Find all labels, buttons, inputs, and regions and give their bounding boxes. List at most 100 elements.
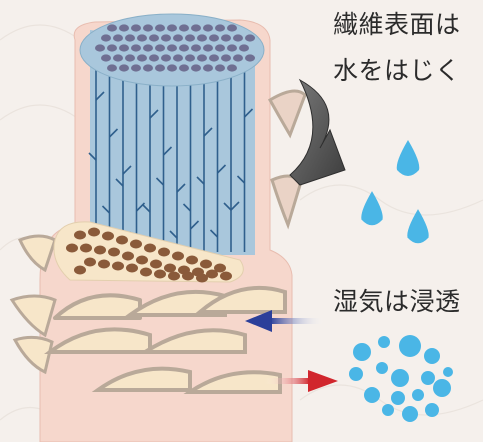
fat-dot bbox=[168, 271, 180, 281]
fat-dot bbox=[80, 243, 92, 253]
vapor-bubbles bbox=[349, 335, 453, 422]
label-surface-repels-2: 水をはじく bbox=[333, 56, 461, 85]
fat-dot bbox=[182, 271, 194, 281]
top-dot bbox=[137, 54, 147, 62]
top-dot bbox=[149, 54, 159, 62]
vapor-bubble bbox=[378, 336, 390, 348]
fiber-branch bbox=[149, 109, 159, 119]
fiber-branch bbox=[155, 177, 165, 186]
top-dot bbox=[203, 44, 213, 52]
water-drops bbox=[361, 140, 429, 244]
top-dot bbox=[131, 44, 141, 52]
top-dot bbox=[179, 64, 189, 72]
fat-dot bbox=[140, 267, 152, 277]
top-dot bbox=[239, 44, 249, 52]
fiber-branch bbox=[203, 127, 213, 137]
vapor-bubble bbox=[421, 371, 435, 385]
top-dot bbox=[215, 24, 225, 32]
label-moisture-permeates: 湿気は浸透 bbox=[333, 287, 461, 316]
fat-dot bbox=[88, 227, 100, 237]
top-dot bbox=[197, 54, 207, 62]
top-dot bbox=[197, 34, 207, 42]
fat-dot bbox=[66, 243, 78, 253]
fiber-branch bbox=[122, 165, 132, 175]
water-drop bbox=[361, 191, 383, 226]
fiber-branch bbox=[108, 128, 119, 138]
top-dot bbox=[125, 34, 135, 42]
top-dot bbox=[185, 34, 195, 42]
top-dot bbox=[101, 54, 111, 62]
top-dot bbox=[191, 44, 201, 52]
fat-dot bbox=[84, 257, 96, 267]
top-dot bbox=[143, 24, 153, 32]
fat-dot bbox=[158, 247, 170, 257]
fiber-branch bbox=[142, 204, 151, 213]
fiber-branch bbox=[196, 176, 205, 185]
top-dot bbox=[143, 64, 153, 72]
vapor-bubble bbox=[424, 348, 440, 364]
repel-arrow bbox=[289, 78, 346, 186]
vapor-bubble bbox=[425, 403, 439, 417]
vapor-bubble bbox=[376, 362, 388, 374]
top-dot bbox=[221, 34, 231, 42]
top-dot bbox=[119, 24, 129, 32]
water-drop bbox=[396, 140, 420, 176]
right-scales bbox=[267, 89, 307, 230]
fat-dot bbox=[200, 259, 212, 269]
fat-dot bbox=[116, 235, 128, 245]
fiber-branch bbox=[230, 201, 240, 211]
fat-dot bbox=[172, 251, 184, 261]
fat-dot bbox=[130, 239, 142, 249]
vapor-bubble bbox=[433, 379, 451, 397]
top-dot bbox=[221, 54, 231, 62]
top-dot bbox=[119, 44, 129, 52]
top-dot bbox=[125, 54, 135, 62]
vapor-bubble bbox=[353, 343, 371, 361]
top-dot bbox=[155, 24, 165, 32]
fat-dot bbox=[186, 255, 198, 265]
fat-dot bbox=[150, 259, 162, 269]
vapor-bubble bbox=[402, 406, 418, 422]
vapor-bubble bbox=[412, 389, 424, 401]
top-dot bbox=[191, 64, 201, 72]
top-dot bbox=[245, 54, 255, 62]
top-dot bbox=[107, 24, 117, 32]
top-dot bbox=[101, 34, 111, 42]
water-drop bbox=[407, 209, 429, 244]
fat-dot bbox=[102, 231, 114, 241]
top-dot bbox=[209, 54, 219, 62]
fat-dot bbox=[220, 271, 232, 281]
fat-dot bbox=[74, 230, 86, 240]
fiber-lines bbox=[88, 70, 254, 252]
fat-dot bbox=[112, 261, 124, 271]
vapor-bubble bbox=[391, 369, 409, 387]
fat-dot bbox=[126, 263, 138, 273]
fat-dot bbox=[74, 265, 86, 275]
top-dot bbox=[155, 44, 165, 52]
top-dot bbox=[167, 44, 177, 52]
fiber-branch bbox=[115, 178, 124, 187]
fat-dot bbox=[164, 263, 176, 273]
top-dot bbox=[113, 34, 123, 42]
top-dot bbox=[245, 34, 255, 42]
top-dot bbox=[137, 34, 147, 42]
vapor-bubble bbox=[391, 391, 405, 405]
top-dot bbox=[215, 64, 225, 72]
fiber-branch bbox=[162, 146, 173, 156]
fiber-branch bbox=[182, 203, 192, 212]
fiber-branch bbox=[236, 175, 246, 184]
fat-dot bbox=[108, 247, 120, 257]
top-dot bbox=[227, 64, 237, 72]
top-dot bbox=[185, 54, 195, 62]
top-dot bbox=[227, 24, 237, 32]
top-dot bbox=[203, 24, 213, 32]
fiber-branch bbox=[243, 108, 254, 118]
moisture-in-arrow bbox=[245, 310, 325, 332]
fat-dot bbox=[196, 273, 208, 283]
top-dot bbox=[149, 34, 159, 42]
fat-dot bbox=[136, 255, 148, 265]
left-scales bbox=[9, 234, 57, 375]
vapor-bubble bbox=[399, 335, 421, 357]
